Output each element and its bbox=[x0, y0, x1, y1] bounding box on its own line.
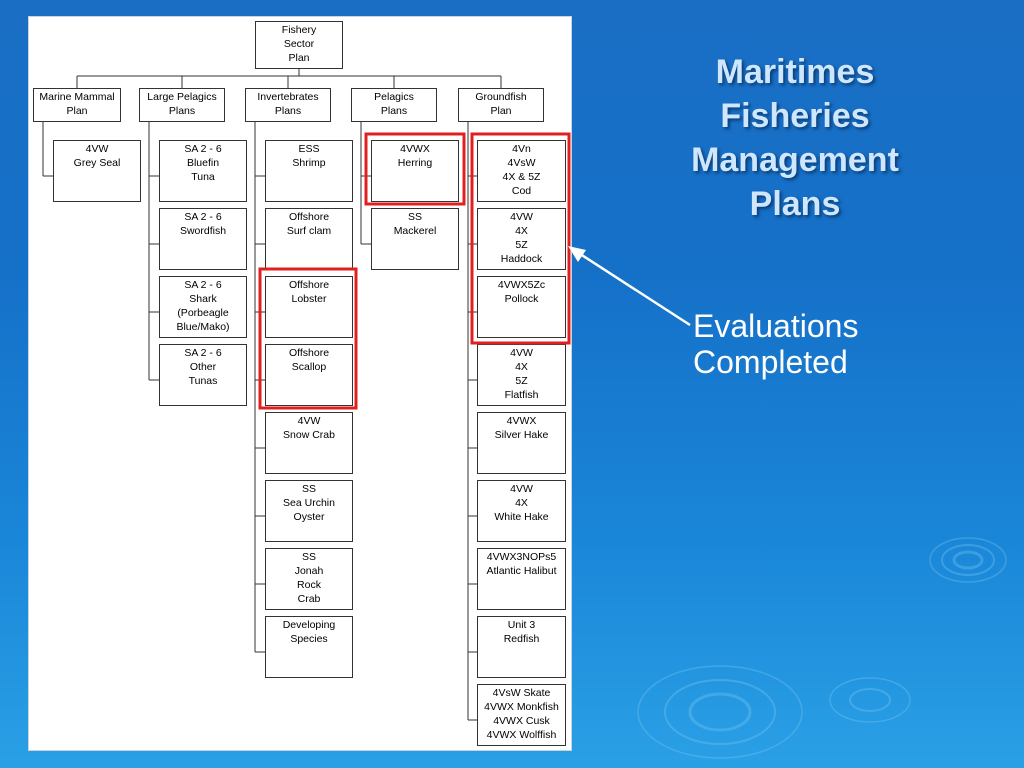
plan-node: 4VWX Silver Hake bbox=[477, 412, 566, 474]
root-node: Fishery Sector Plan bbox=[255, 21, 343, 69]
slide-title: Maritimes Fisheries Management Plans bbox=[691, 53, 899, 223]
plan-node: SA 2 - 6 Shark (Porbeagle Blue/Mako) bbox=[159, 276, 247, 338]
plan-node: Offshore Scallop bbox=[265, 344, 353, 406]
plan-node: SA 2 - 6 Swordfish bbox=[159, 208, 247, 270]
plan-node: 4Vn 4VsW 4X & 5Z Cod bbox=[477, 140, 566, 202]
plan-node: Developing Species bbox=[265, 616, 353, 678]
plan-node: 4VsW Skate 4VWX Monkfish 4VWX Cusk 4VWX … bbox=[477, 684, 566, 746]
plan-node: 4VW Grey Seal bbox=[53, 140, 141, 202]
plan-node: 4VW 4X 5Z Haddock bbox=[477, 208, 566, 270]
category-node: Pelagics Plans bbox=[351, 88, 437, 122]
plan-node: SS Mackerel bbox=[371, 208, 459, 270]
plan-node: Offshore Lobster bbox=[265, 276, 353, 338]
plan-node: 4VWX Herring bbox=[371, 140, 459, 202]
plan-node: SS Sea Urchin Oyster bbox=[265, 480, 353, 542]
category-node: Groundfish Plan bbox=[458, 88, 544, 122]
category-node: Invertebrates Plans bbox=[245, 88, 331, 122]
category-node: Marine Mammal Plan bbox=[33, 88, 121, 122]
plan-node: 4VW 4X White Hake bbox=[477, 480, 566, 542]
plan-node: SA 2 - 6 Bluefin Tuna bbox=[159, 140, 247, 202]
plan-node: 4VW 4X 5Z Flatfish bbox=[477, 344, 566, 406]
plan-node: SA 2 - 6 Other Tunas bbox=[159, 344, 247, 406]
plan-node: Unit 3 Redfish bbox=[477, 616, 566, 678]
plan-node: 4VWX3NOPs5 Atlantic Halibut bbox=[477, 548, 566, 610]
plan-node: ESS Shrimp bbox=[265, 140, 353, 202]
pointer-arrow-line bbox=[573, 248, 691, 327]
plan-node: Offshore Surf clam bbox=[265, 208, 353, 270]
plan-node: SS Jonah Rock Crab bbox=[265, 548, 353, 610]
evaluations-caption: Evaluations Completed bbox=[693, 308, 859, 380]
plan-node: 4VWX5Zc Pollock bbox=[477, 276, 566, 338]
plan-node: 4VW Snow Crab bbox=[265, 412, 353, 474]
category-node: Large Pelagics Plans bbox=[139, 88, 225, 122]
